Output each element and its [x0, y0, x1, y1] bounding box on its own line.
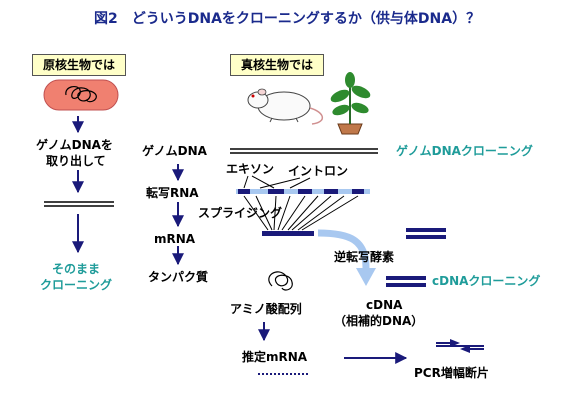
reverse-transcriptase-arrowhead — [356, 268, 376, 286]
bacterium-icon — [43, 79, 119, 111]
transcribed-rna-strand — [236, 189, 370, 194]
transcribed-rna-label: 転写RNA — [146, 186, 199, 200]
prokaryote-result-line2: クローニング — [40, 278, 113, 292]
reverse-transcriptase-label: 逆転写酵素 — [334, 250, 395, 264]
protein-folded-icon — [268, 271, 293, 291]
mrna-label: mRNA — [154, 232, 196, 246]
exon-label: エキソン — [226, 162, 275, 176]
eukaryote-header: 真核生物では — [230, 54, 324, 76]
cdna-cloning-double-strand — [386, 276, 426, 287]
genomic-dna-double-line — [230, 148, 378, 154]
exon-intron-pointers — [243, 175, 311, 189]
rat-icon — [247, 88, 323, 125]
splicing-lines — [243, 195, 359, 231]
splicing-label: スプライジング — [198, 206, 283, 220]
cdna-cloning-label: cDNAクローニング — [432, 274, 541, 288]
mrna-strand — [262, 231, 314, 236]
pcr-fragment-icon — [436, 339, 484, 353]
figure-title: 図2 どういうDNAをクローニングするか（供与体DNA）？ — [94, 11, 481, 27]
cdna-label: cDNA — [366, 298, 403, 312]
reverse-transcriptase-arrow — [317, 229, 370, 269]
deduced-mrna-label: 推定mRNA — [242, 350, 308, 364]
plant-icon — [330, 72, 371, 135]
genome-dna-label: ゲノムDNA — [142, 144, 207, 158]
genome-dna-cloning-label: ゲノムDNAクローニング — [396, 144, 533, 158]
prokaryote-genome-line2: 取り出して — [46, 154, 106, 168]
prokaryote-result-line1: そのまま — [52, 262, 101, 276]
cdna-sub-label: （相補的DNA） — [334, 314, 424, 328]
cdna-double-strand — [406, 228, 446, 239]
pcr-fragment-label: PCR増幅断片 — [414, 366, 489, 380]
prokaryote-dna-double-line — [44, 201, 114, 207]
intron-label: イントロン — [288, 164, 349, 178]
protein-label: タンパク質 — [148, 270, 209, 284]
prokaryote-genome-line1: ゲノムDNAを — [36, 138, 113, 152]
prokaryote-header: 原核生物では — [32, 54, 126, 76]
amino-acid-sequence-label: アミノ酸配列 — [230, 302, 302, 316]
